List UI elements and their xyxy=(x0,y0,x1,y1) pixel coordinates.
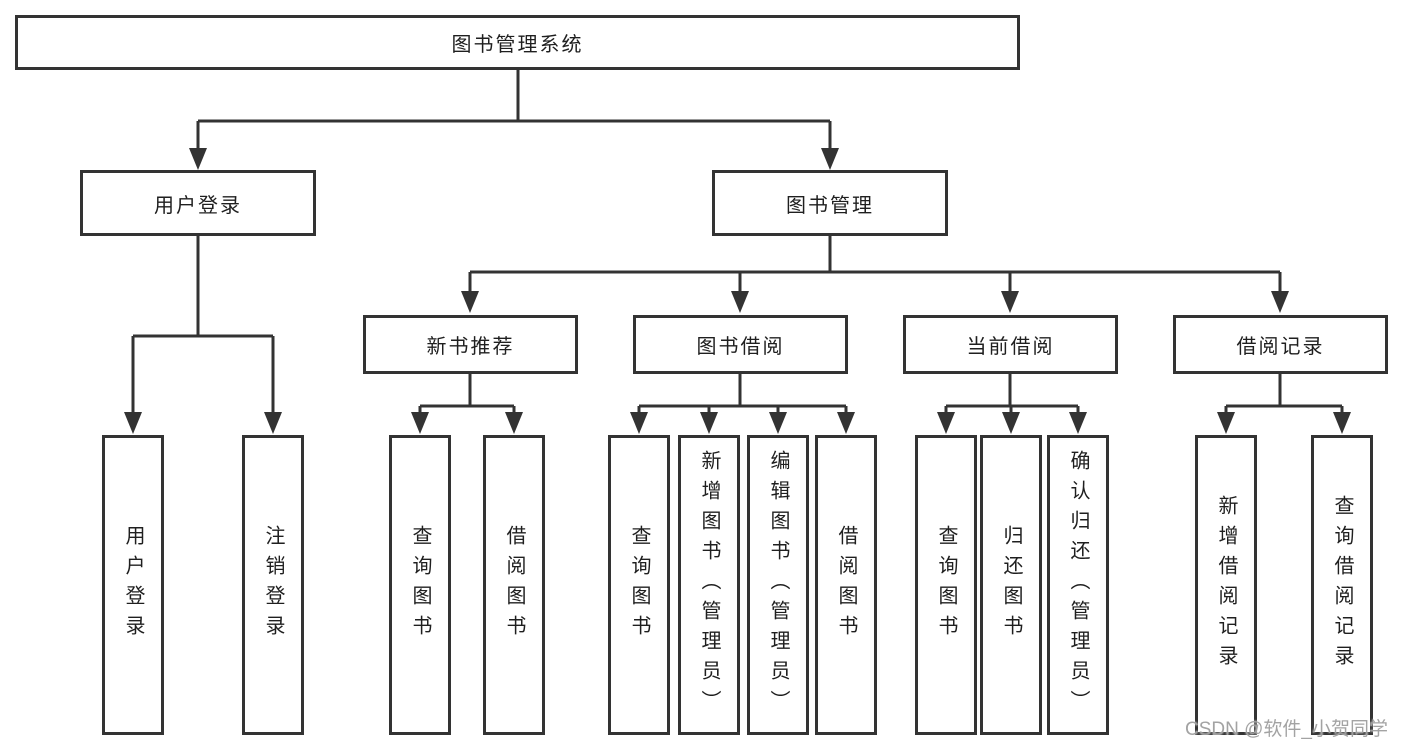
leaf-add-borrow-record: 新增借阅记录 xyxy=(1195,435,1257,735)
node-current-borrow-label: 当前借阅 xyxy=(966,336,1055,358)
leaf-user-login: 用户登录 xyxy=(102,435,164,735)
node-book-borrow-label: 图书借阅 xyxy=(696,336,785,358)
leaf-borrow-books-recommend-label: 借阅图书 xyxy=(503,525,525,645)
leaf-add-borrow-record-label: 新增借阅记录 xyxy=(1215,495,1237,675)
leaf-borrow-books-recommend: 借阅图书 xyxy=(483,435,545,735)
leaf-add-book-admin-label: 新增图书（管理员） xyxy=(698,450,720,720)
node-book-management: 图书管理 xyxy=(712,170,948,236)
node-root-label: 图书管理系统 xyxy=(451,34,584,56)
leaf-add-book-admin: 新增图书（管理员） xyxy=(678,435,740,735)
leaf-logout-label: 注销登录 xyxy=(262,525,284,645)
connector-user-login-children xyxy=(131,236,275,414)
csdn-watermark: CSDN @软件_小贺同学 xyxy=(1185,719,1388,740)
node-root: 图书管理系统 xyxy=(15,15,1020,70)
leaf-query-books-recommend: 查询图书 xyxy=(389,435,451,735)
leaf-query-books-current-label: 查询图书 xyxy=(935,525,957,645)
node-new-book-recommend-label: 新书推荐 xyxy=(426,336,515,358)
node-new-book-recommend: 新书推荐 xyxy=(363,315,578,374)
connector-book-management-children xyxy=(468,236,1282,293)
leaf-return-books-label: 归还图书 xyxy=(1000,525,1022,645)
arrowheads xyxy=(124,148,1351,434)
leaf-user-login-label: 用户登录 xyxy=(122,525,144,645)
node-user-login-label: 用户登录 xyxy=(154,194,242,217)
leaf-confirm-return-admin-label: 确认归还（管理员） xyxy=(1067,450,1089,720)
leaf-query-books-current: 查询图书 xyxy=(915,435,977,735)
leaf-confirm-return-admin: 确认归还（管理员） xyxy=(1047,435,1109,735)
leaf-edit-book-admin-label: 编辑图书（管理员） xyxy=(767,450,789,720)
leaf-logout: 注销登录 xyxy=(242,435,304,735)
node-borrow-records: 借阅记录 xyxy=(1173,315,1388,374)
leaf-query-books-borrow: 查询图书 xyxy=(608,435,670,735)
leaf-query-borrow-record-label: 查询借阅记录 xyxy=(1331,495,1353,675)
connector-level3-children xyxy=(418,374,1344,414)
node-borrow-records-label: 借阅记录 xyxy=(1236,336,1325,358)
leaf-borrow-books-label: 借阅图书 xyxy=(835,525,857,645)
leaf-edit-book-admin: 编辑图书（管理员） xyxy=(747,435,809,735)
node-user-login: 用户登录 xyxy=(80,170,316,236)
node-current-borrow: 当前借阅 xyxy=(903,315,1118,374)
node-book-borrow: 图书借阅 xyxy=(633,315,848,374)
leaf-query-borrow-record: 查询借阅记录 xyxy=(1311,435,1373,735)
leaf-query-books-recommend-label: 查询图书 xyxy=(409,525,431,645)
connector-root-to-level2 xyxy=(196,70,832,152)
leaf-query-books-borrow-label: 查询图书 xyxy=(628,525,650,645)
node-book-management-label: 图书管理 xyxy=(786,194,874,217)
leaf-return-books: 归还图书 xyxy=(980,435,1042,735)
leaf-borrow-books: 借阅图书 xyxy=(815,435,877,735)
